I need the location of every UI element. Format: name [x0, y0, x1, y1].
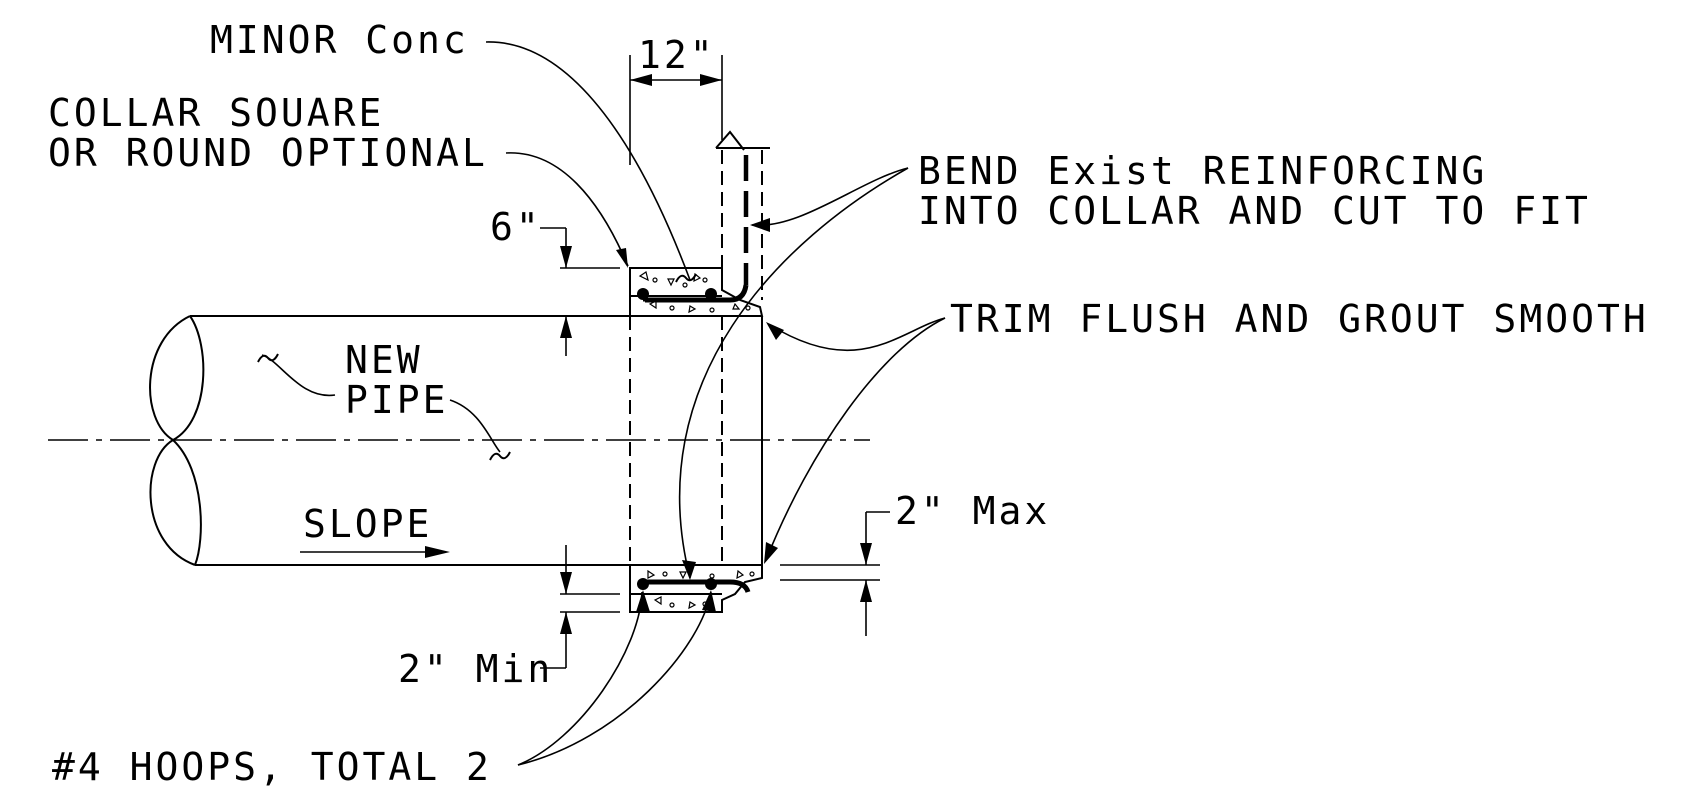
leader-lines — [257, 41, 946, 766]
label-new: NEW — [345, 338, 423, 382]
label-dim-12: 12" — [638, 33, 716, 77]
label-bend-line1: BEND Exist REINFORCING — [918, 149, 1487, 193]
label-minor-conc: MINOR Conc — [210, 18, 469, 62]
label-dim-2-min: 2" Min — [398, 647, 553, 691]
label-slope: SLOPE — [303, 502, 432, 546]
label-trim: TRIM FLUSH AND GROUT SMOOTH — [950, 297, 1649, 341]
label-collar-line2: OR ROUND OPTIONAL — [48, 131, 488, 175]
label-hoops: #4 HOOPS, TOTAL 2 — [52, 745, 492, 789]
label-collar-line1: COLLAR SOUARE — [48, 91, 384, 135]
concrete-collar — [629, 130, 770, 613]
dimension-2in-max — [780, 511, 890, 636]
dimension-12in — [629, 55, 723, 165]
dimension-6in — [540, 227, 620, 356]
dimension-2in-min — [540, 545, 620, 669]
label-dim-2-max: 2" Max — [895, 489, 1050, 533]
label-bend-line2: INTO COLLAR AND CUT TO FIT — [918, 189, 1591, 233]
label-dim-6: 6" — [490, 205, 542, 249]
label-pipe: PIPE — [345, 378, 449, 422]
